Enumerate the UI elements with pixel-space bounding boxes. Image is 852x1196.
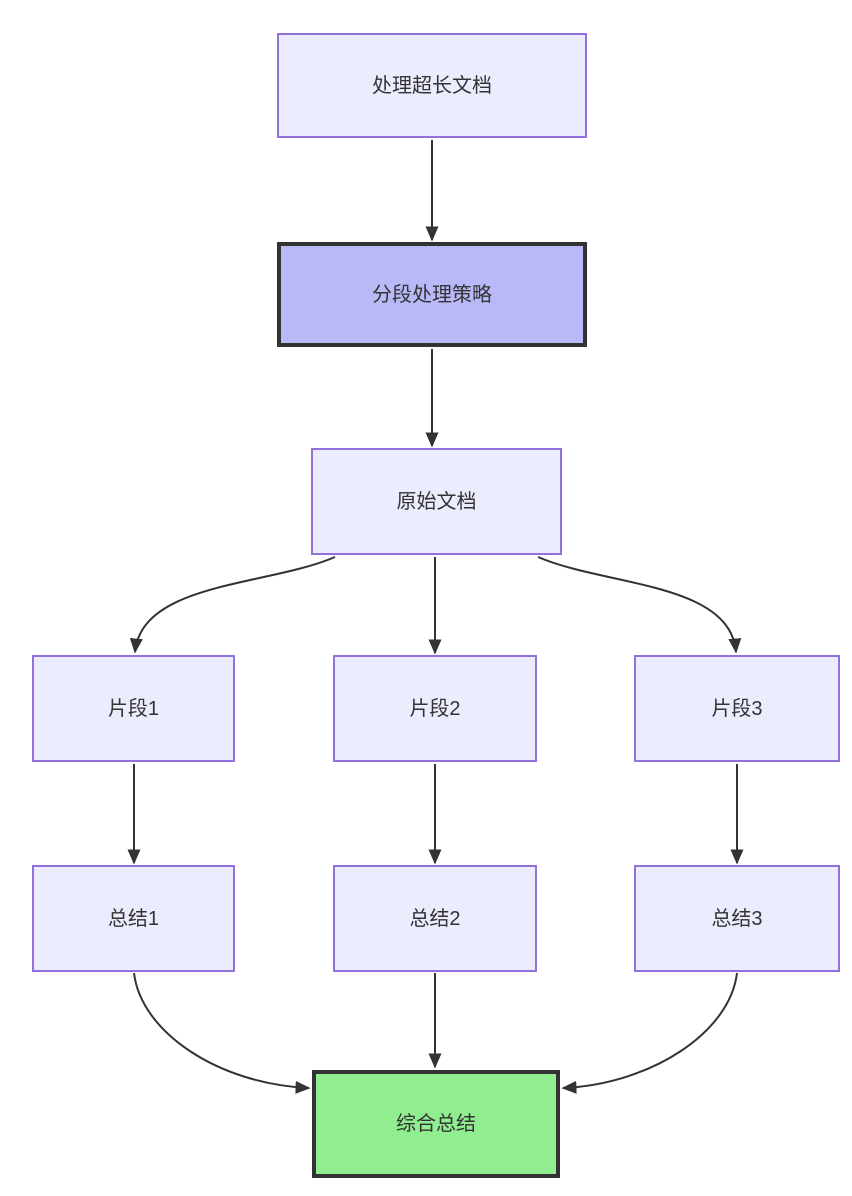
- edge-original-to-segment3: [537, 556, 742, 654]
- node-summary-1: 总结1: [32, 865, 235, 972]
- node-label: 片段1: [107, 697, 160, 720]
- edge-summary1-to-final: [133, 972, 311, 1094]
- node-original-doc: 原始文档: [311, 448, 562, 555]
- node-label: 总结1: [107, 907, 160, 930]
- edge-summary3-to-final: [561, 972, 738, 1094]
- node-segmentation-strategy: 分段处理策略: [277, 242, 587, 347]
- node-label: 总结2: [409, 907, 461, 930]
- node-label: 片段3: [711, 697, 763, 720]
- node-label: 分段处理策略: [372, 283, 492, 306]
- node-label: 片段2: [409, 697, 461, 720]
- node-final-summary: 综合总结: [312, 1070, 560, 1178]
- node-segment-3: 片段3: [634, 655, 840, 762]
- node-segment-2: 片段2: [333, 655, 537, 762]
- node-summary-3: 总结3: [634, 865, 840, 972]
- node-process-long-doc: 处理超长文档: [277, 33, 587, 138]
- node-label: 原始文档: [396, 490, 477, 513]
- node-label: 处理超长文档: [372, 74, 492, 97]
- node-label: 总结3: [711, 907, 763, 930]
- node-label: 综合总结: [396, 1113, 476, 1135]
- node-segment-1: 片段1: [32, 655, 235, 762]
- edge-original-to-segment1: [129, 556, 336, 654]
- node-summary-2: 总结2: [333, 865, 537, 972]
